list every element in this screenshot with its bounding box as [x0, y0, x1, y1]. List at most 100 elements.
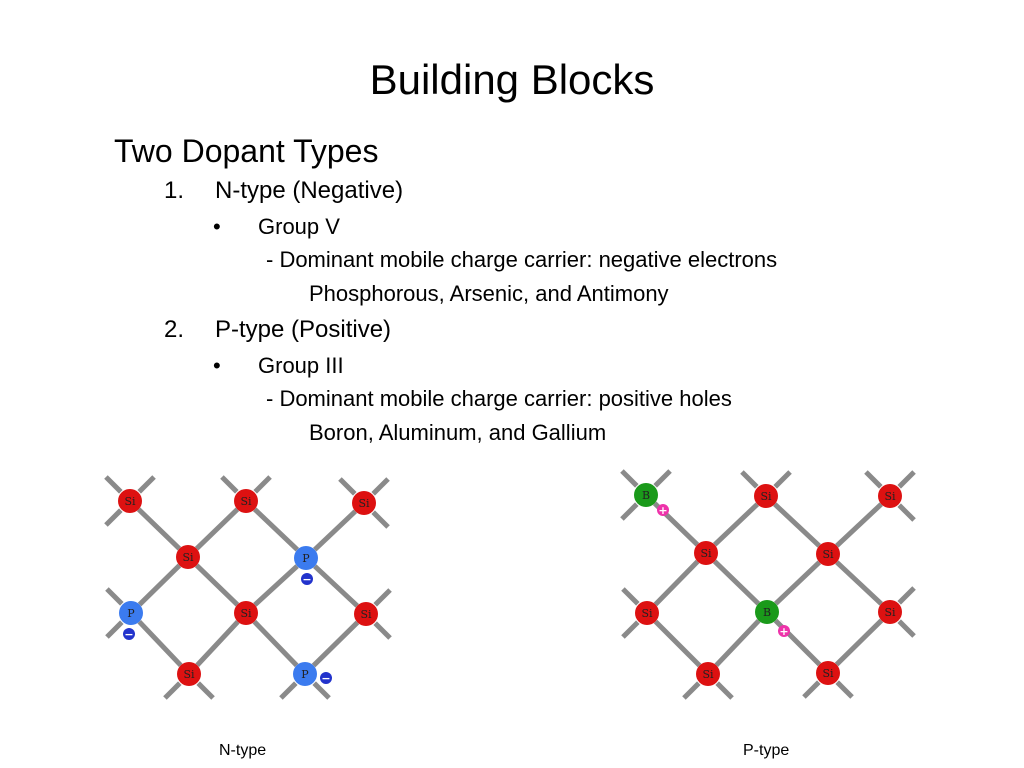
atom-label: Si: [641, 607, 653, 620]
atom-b: [755, 600, 779, 624]
bond-line: [835, 560, 883, 606]
bond-line: [802, 680, 821, 699]
bond-line: [715, 681, 734, 700]
atom-si: [816, 661, 840, 685]
bond-line: [220, 475, 239, 494]
bond-line: [621, 587, 640, 606]
bond-line: [373, 621, 392, 640]
bond-line: [253, 475, 272, 494]
atom-p: [119, 601, 143, 625]
atom-si: [878, 600, 902, 624]
item-label-n-type: N-type (Negative): [215, 177, 404, 204]
bond-line: [137, 619, 183, 668]
bond-line: [620, 502, 639, 521]
bond-line: [373, 588, 392, 607]
atom-si: [352, 491, 376, 515]
bond-line: [163, 681, 182, 700]
bond-line: [194, 507, 240, 551]
atom-label: Si: [183, 668, 195, 681]
bond-line: [653, 469, 672, 488]
slide-title: Building Blocks: [369, 56, 655, 103]
bullet-icon: •: [213, 214, 221, 239]
atom-label: P: [302, 552, 310, 565]
section-heading: Two Dopant Types: [114, 133, 379, 169]
bond-line: [253, 564, 299, 607]
atom-si: [177, 662, 201, 686]
atom-label: Si: [822, 667, 834, 680]
hole-charge-icon: [657, 504, 669, 516]
atom-label: Si: [240, 607, 252, 620]
bond-line: [653, 559, 700, 607]
atom-label: Si: [182, 551, 194, 564]
bond-line: [712, 559, 761, 606]
electron-charge-icon-symbol: −: [321, 672, 330, 685]
electron-charge-icon: [301, 573, 313, 585]
bond-line: [312, 509, 358, 552]
carrier-text-p-type: - Dominant mobile charge carrier: positi…: [266, 386, 732, 411]
bond-line: [137, 475, 156, 494]
atom-si: [754, 484, 778, 508]
bond-line: [105, 620, 124, 639]
atom-label: Si: [884, 490, 896, 503]
hole-charge-icon: [778, 625, 790, 637]
electron-charge-icon-symbol: −: [124, 628, 133, 641]
atom-si: [694, 541, 718, 565]
bond-line: [740, 470, 759, 489]
bond-line: [834, 618, 884, 667]
atom-label: Si: [822, 548, 834, 561]
bond-line: [252, 619, 299, 668]
bond-line: [136, 507, 182, 551]
atom-si: [816, 542, 840, 566]
elements-text-n-type: Phosphorous, Arsenic, and Antimony: [309, 281, 669, 306]
bond-line: [195, 620, 240, 667]
bond-line: [653, 619, 702, 668]
bond-line: [194, 563, 240, 607]
bond-line: [773, 560, 822, 606]
bond-line: [252, 507, 300, 552]
bond-line: [682, 681, 701, 700]
item-number-1: 1.: [164, 177, 185, 204]
bond-line: [773, 470, 792, 489]
hole-charge-icon-symbol: +: [779, 625, 788, 638]
atom-si: [176, 545, 200, 569]
bond-line: [773, 502, 821, 548]
bond-line: [897, 586, 916, 605]
atom-label: Si: [240, 495, 252, 508]
bond-line: [714, 618, 761, 668]
bond-line: [279, 681, 298, 700]
atom-si: [118, 489, 142, 513]
bond-line: [620, 469, 639, 488]
bond-line: [104, 508, 123, 527]
n-type-caption: N-type: [219, 742, 267, 759]
atom-label: Si: [760, 490, 772, 503]
bond-line: [621, 620, 640, 639]
bond-line: [104, 475, 123, 494]
group-label-n-type: Group V: [258, 214, 340, 239]
atom-label: Si: [124, 495, 136, 508]
atom-si: [635, 601, 659, 625]
bond-line: [371, 510, 390, 529]
item-number-2: 2.: [164, 316, 185, 343]
hole-charge-icon-symbol: +: [658, 504, 667, 517]
atom-label: Si: [360, 608, 372, 621]
bond-line: [835, 680, 854, 699]
bullet-icon: •: [213, 353, 221, 378]
bond-line: [897, 619, 916, 638]
bond-line: [313, 564, 359, 608]
atom-label: Si: [884, 606, 896, 619]
bond-line: [712, 502, 760, 547]
bond-line: [137, 563, 182, 607]
atom-si: [234, 601, 258, 625]
bond-line: [196, 681, 215, 700]
atom-label: Si: [700, 547, 712, 560]
bond-line: [897, 503, 916, 522]
atom-p: [293, 662, 317, 686]
atom-si: [878, 484, 902, 508]
atom-b: [634, 483, 658, 507]
atom-label: P: [127, 607, 135, 620]
atom-si: [234, 489, 258, 513]
atom-si: [354, 602, 378, 626]
electron-charge-icon: [320, 672, 332, 684]
